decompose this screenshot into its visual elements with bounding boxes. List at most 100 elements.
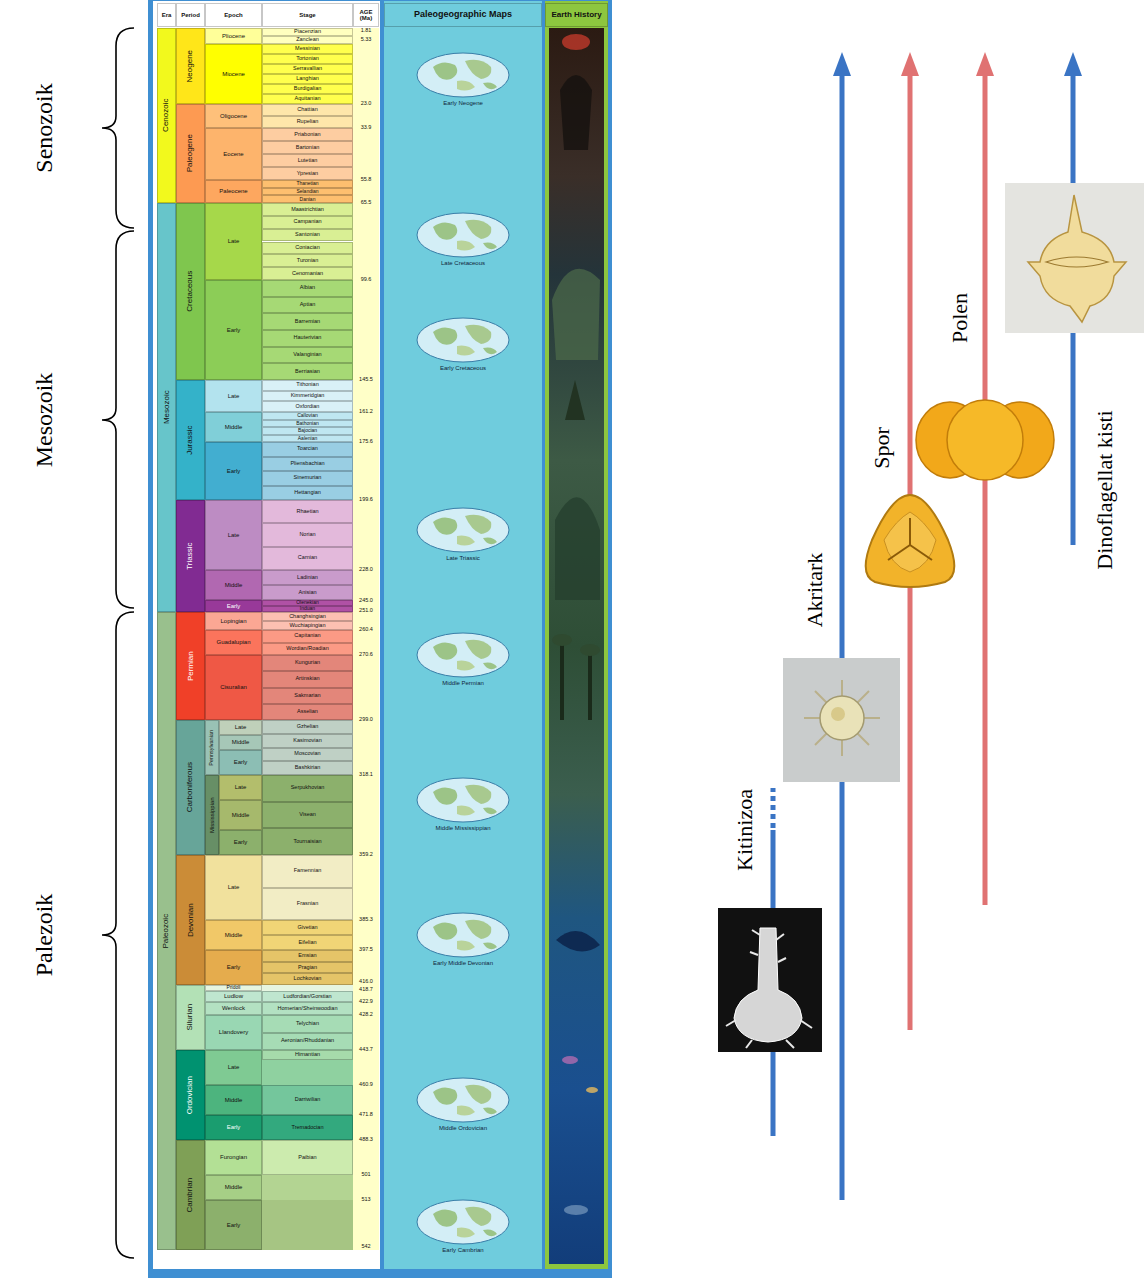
age-label: 23.0 <box>353 101 379 107</box>
cell-text: Paibian <box>298 1155 316 1161</box>
age-label: 260.4 <box>353 627 379 633</box>
cell-text: Wordian/Roadian <box>286 646 328 652</box>
cell-text: Selandian <box>296 189 318 194</box>
cell-text: Hauterivian <box>294 335 322 341</box>
era-cell: Mesozoic <box>157 203 176 612</box>
cell-text: Serpukhovian <box>291 785 325 791</box>
cell-text: Danian <box>300 197 316 202</box>
stage-cell: Chattian <box>262 104 353 116</box>
cell-text: Changhsingian <box>289 614 326 620</box>
cell-text: Homerian/Sheinwoodian <box>278 1006 338 1012</box>
cell-text: Period <box>181 12 200 18</box>
stage-cell: Asselian <box>262 704 353 720</box>
stage-cell: Danian <box>262 195 353 203</box>
stage-cell: Maastrichtian <box>262 203 353 216</box>
period-cell: Carboniferous <box>176 720 205 855</box>
age-label: 397.5 <box>353 947 379 953</box>
stage-cell: Barremian <box>262 313 353 330</box>
cell-text: Serravallian <box>293 66 322 72</box>
epoch-cell: Middle <box>205 920 262 950</box>
cell-text: Pragian <box>298 965 317 971</box>
cell-text: Famennian <box>294 868 322 874</box>
age-label: 513 <box>353 1197 379 1203</box>
stage-cell: Tortonian <box>262 54 353 64</box>
period-cell: Silurian <box>176 985 205 1050</box>
stage-cell: Aquitanian <box>262 94 353 104</box>
stage-cell: Bajocian <box>262 427 353 435</box>
column-header: Period <box>176 3 205 27</box>
age-label: 5.33 <box>353 37 379 43</box>
period-cell: Neogene <box>176 28 205 104</box>
age-label: 55.8 <box>353 177 379 183</box>
stage-cell: Rupelian <box>262 116 353 128</box>
epoch-cell: Early <box>205 442 262 500</box>
cell-text: Norian <box>299 532 315 538</box>
epoch-cell: Early <box>205 280 262 380</box>
cell-text: Middle <box>232 739 250 745</box>
cell-text: Barremian <box>295 319 320 325</box>
stage-cell: Zanclean <box>262 36 353 44</box>
epoch-cell: Cisuralian <box>205 655 262 720</box>
cell-text: Early <box>227 964 241 970</box>
cell-text: Anisian <box>298 590 316 596</box>
stage-cell: Kimmeridgian <box>262 391 353 402</box>
stage-cell: Hettangian <box>262 486 353 501</box>
stage-cell: Moscovian <box>262 748 353 762</box>
age-label: 416.0 <box>353 979 379 985</box>
cell-text: Rhaetian <box>296 509 318 515</box>
stage-cell: Changhsingian <box>262 612 353 621</box>
cell-text: Piacenzian <box>294 29 321 35</box>
stage-cell: Coniacian <box>262 242 353 255</box>
stage-cell: Eifelian <box>262 935 353 950</box>
cell-text: Carnian <box>298 555 317 561</box>
epoch-cell: Late <box>219 720 262 735</box>
cell-text: Early <box>227 603 241 609</box>
age-label: 161.2 <box>353 409 379 415</box>
cell-text: Messinian <box>295 46 320 52</box>
cell-text: Burdigalian <box>294 86 322 92</box>
cell-text: Chattian <box>297 107 318 113</box>
epoch-cell: Middle <box>205 570 262 600</box>
stage-cell: Pliensbachian <box>262 457 353 472</box>
cell-text: Albian <box>300 285 315 291</box>
epoch-cell: Middle <box>219 735 262 750</box>
age-label: 299.0 <box>353 717 379 723</box>
stage-cell: Burdigalian <box>262 84 353 94</box>
cell-text: Toarcian <box>297 446 318 452</box>
cell-text: Devonian <box>186 903 194 937</box>
cell-text: Berriasian <box>295 369 320 375</box>
cell-text: Paleocene <box>219 188 247 194</box>
cell-text: Late <box>228 1064 240 1070</box>
column-header: Epoch <box>205 3 262 27</box>
fossil-label: Polen <box>949 293 971 343</box>
age-label: 99.6 <box>353 277 379 283</box>
stage-cell: Kasimovian <box>262 734 353 748</box>
stage-cell: Bashkirian <box>262 761 353 775</box>
stage-cell: Ypresian <box>262 167 353 180</box>
stage-cell: Lutetian <box>262 154 353 167</box>
stage-cell: Wordian/Roadian <box>262 643 353 656</box>
stage-cell: Capitanian <box>262 630 353 643</box>
period-cell: Permian <box>176 612 205 720</box>
cell-text: Santonian <box>295 232 320 238</box>
stage-cell: Emsian <box>262 950 353 962</box>
cell-text: Late <box>235 724 247 730</box>
cell-text: Early <box>227 1124 241 1130</box>
stage-cell: Homerian/Sheinwoodian <box>262 1002 353 1015</box>
cell-text: Kasimovian <box>293 738 321 744</box>
cell-text: Eifelian <box>298 940 316 946</box>
cell-text: Llandovery <box>219 1029 248 1035</box>
cell-text: Middle <box>225 1097 243 1103</box>
stage-cell: Sinemurian <box>262 471 353 486</box>
cell-text: Early <box>234 759 248 765</box>
cell-text: Hirnantian <box>295 1052 320 1058</box>
stage-cell: Darriwilian <box>262 1085 353 1115</box>
cell-text: Lopingian <box>220 618 246 624</box>
cell-text: Bashkirian <box>295 765 321 771</box>
cell-text: Darriwilian <box>295 1097 321 1103</box>
epoch-cell: Late <box>205 1050 262 1085</box>
cell-text: Silurian <box>186 1004 194 1031</box>
subperiod-cell: Pennsylvanian <box>205 720 219 775</box>
cell-text: Campanian <box>293 219 321 225</box>
stage-cell: Priabonian <box>262 128 353 141</box>
